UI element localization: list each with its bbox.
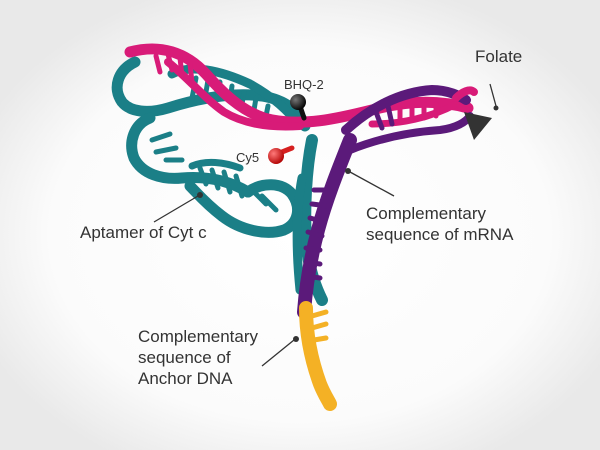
folate-arrowhead bbox=[464, 112, 492, 140]
cy5-label: Cy5 bbox=[236, 150, 260, 165]
anchor-label-line-1: Complementary bbox=[138, 327, 258, 346]
flare-base-pairs bbox=[153, 51, 439, 125]
mrna-label-line-2: sequence of mRNA bbox=[366, 225, 514, 244]
anchor-label-line-3: Anchor DNA bbox=[138, 369, 233, 388]
flare-strand-tip bbox=[452, 86, 478, 102]
anchor-label: Complementary sequence of Anchor DNA bbox=[138, 326, 258, 389]
anchor-label-line-2: sequence of bbox=[138, 348, 231, 367]
anchor-leader-dot bbox=[293, 336, 299, 342]
leader-lines bbox=[153, 83, 499, 367]
mrna-label: Complementary sequence of mRNA bbox=[366, 203, 513, 245]
folate-label: Folate bbox=[475, 47, 523, 66]
bhq2-label: BHQ-2 bbox=[284, 77, 324, 92]
anchor-segment bbox=[299, 301, 337, 411]
anchor-leader bbox=[261, 339, 295, 367]
mrna-leader-dot bbox=[345, 168, 351, 174]
aptamer-leader-dot bbox=[197, 192, 203, 198]
mrna-leader bbox=[349, 171, 395, 197]
cy5-marker bbox=[268, 145, 295, 164]
aptamer-label: Aptamer of Cyt c bbox=[80, 223, 207, 242]
folate-leader-dot bbox=[493, 105, 499, 111]
bhq2-marker bbox=[290, 94, 307, 121]
mrna-base-pairs bbox=[303, 103, 395, 281]
aptamer-leader bbox=[153, 195, 199, 223]
mrna-label-line-1: Complementary bbox=[366, 204, 486, 223]
folate-leader bbox=[489, 83, 497, 107]
anchor-base-pairs bbox=[309, 309, 329, 343]
